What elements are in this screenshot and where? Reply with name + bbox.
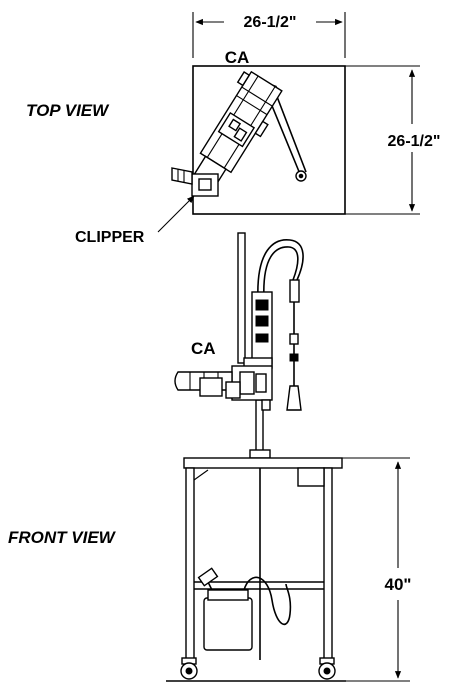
front-view-label: FRONT VIEW [8, 528, 117, 547]
top-width-label: 26-1/2" [244, 14, 297, 31]
front-unit-label: CA [191, 339, 216, 358]
front-clipper-assembly [174, 365, 273, 411]
front-height-dimension: 40" [342, 457, 412, 682]
top-view-label: TOP VIEW [26, 101, 110, 120]
clipper-leader [157, 195, 195, 233]
top-view: 26-1/2" CA 26-1/2" TOP VIEW [26, 12, 440, 246]
height-label: 40" [385, 575, 412, 594]
top-depth-label: 26-1/2" [388, 133, 441, 150]
front-post [237, 232, 271, 459]
front-reservoir [197, 567, 292, 651]
front-hose [257, 239, 304, 411]
top-depth-dimension: 26-1/2" [345, 65, 441, 215]
front-motor-housing [243, 291, 273, 369]
front-table [183, 457, 343, 661]
clipper-label: CLIPPER [75, 229, 145, 246]
top-machine-drawing [171, 70, 307, 197]
top-footprint-outline [192, 65, 346, 215]
top-unit-label: CA [225, 48, 250, 67]
front-casters [166, 657, 346, 682]
front-view: CA FRONT VIEW [8, 232, 412, 682]
top-width-dimension: 26-1/2" [192, 12, 346, 58]
